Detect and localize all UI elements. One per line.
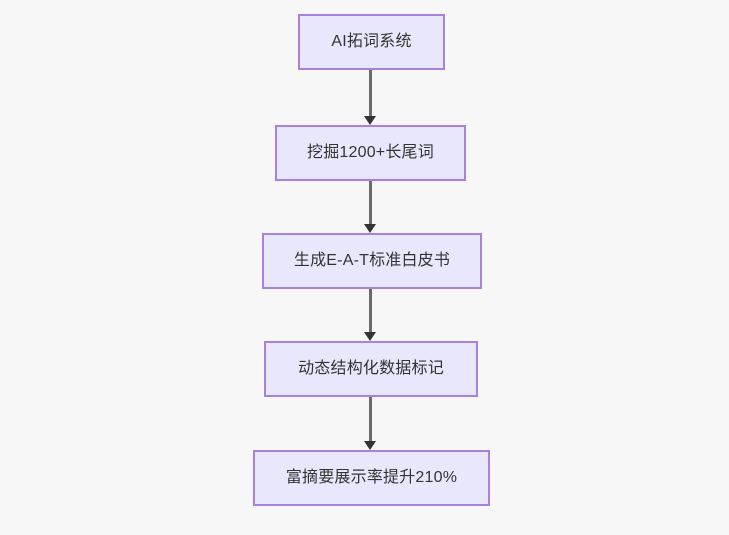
flow-node-label: 动态结构化数据标记 (298, 360, 444, 378)
flow-node-dynamic-structured-data-markup[interactable]: 动态结构化数据标记 (264, 341, 478, 397)
flow-node-rich-snippet-uplift[interactable]: 富摘要展示率提升210% (253, 450, 490, 506)
connector-node4-node5 (369, 397, 372, 441)
flow-node-label: AI拓词系统 (331, 33, 412, 51)
flow-node-mine-longtail-keywords[interactable]: 挖掘1200+长尾词 (275, 125, 466, 181)
connector-node3-node4 (369, 289, 372, 332)
flow-node-label: 生成E-A-T标准白皮书 (293, 252, 451, 270)
flow-node-label: 富摘要展示率提升210% (285, 469, 458, 487)
flow-node-ai-keyword-system[interactable]: AI拓词系统 (298, 14, 445, 70)
flow-node-generate-eat-whitepaper[interactable]: 生成E-A-T标准白皮书 (262, 233, 482, 289)
arrowhead-node2 (364, 116, 376, 125)
connector-node2-node3 (369, 181, 372, 224)
flow-node-label: 挖掘1200+长尾词 (307, 144, 434, 162)
arrowhead-node4 (364, 332, 376, 341)
arrowhead-node5 (364, 441, 376, 450)
connector-node1-node2 (369, 70, 372, 116)
arrowhead-node3 (364, 224, 376, 233)
